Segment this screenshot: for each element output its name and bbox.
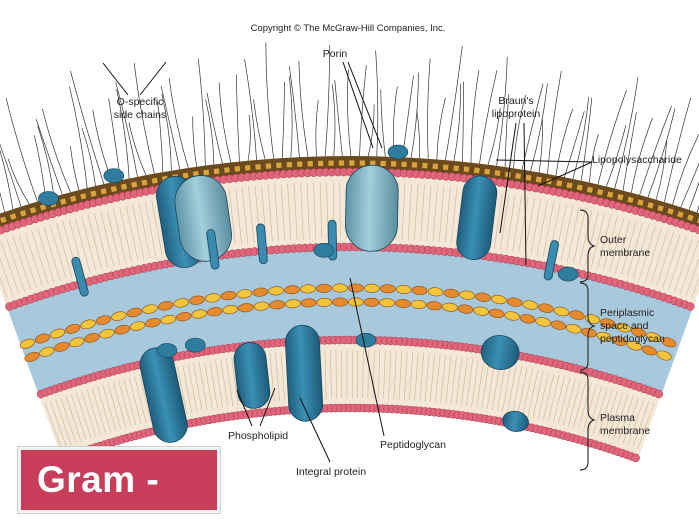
outer-membrane-label-line2: membrane [600, 247, 650, 259]
outer-membrane-protein [456, 175, 498, 260]
brauns-lipoprotein-label-line1: Braun's [498, 95, 533, 107]
brauns-lipoprotein [543, 240, 559, 281]
peripheral-protein [502, 410, 529, 432]
gram-negative-badge: Gram - [18, 447, 220, 513]
peripheral-protein [387, 144, 409, 160]
porin-label: Porin [323, 48, 348, 60]
peptidoglycan-label: Peptidoglycan [380, 439, 446, 451]
peptidoglycan-layer [19, 283, 677, 362]
periplasm-label-line3: peptidoglycan [600, 333, 665, 345]
periplasmic-space [7, 250, 693, 394]
brauns-lipoprotein [256, 223, 268, 265]
peripheral-protein [313, 243, 335, 258]
integral-protein-label: Integral protein [296, 466, 366, 478]
plasma-membrane-label-line1: Plasma [600, 412, 635, 424]
gram-badge-text: Gram - [37, 459, 160, 500]
periplasm-label-line1: Periplasmic [600, 307, 654, 319]
o-specific-label-line1: O-specific [117, 96, 164, 108]
brauns-lipoprotein-label-line2: lipoprotein [492, 108, 541, 120]
peripheral-protein [355, 332, 377, 348]
integral-protein [285, 324, 324, 422]
periplasm-label-line2: space and [600, 320, 649, 332]
phospholipid-label: Phospholipid [228, 430, 288, 442]
peripheral-protein [38, 191, 59, 206]
membrane-proteins [38, 144, 579, 443]
lipopolysaccharide-label: Lipopolysaccharide [592, 154, 682, 166]
brauns-lipoprotein [71, 256, 89, 297]
periplasm-brace [579, 282, 596, 371]
porin-protein [345, 164, 399, 252]
peripheral-protein [185, 337, 206, 353]
peripheral-protein [557, 266, 579, 282]
peripheral-protein [156, 343, 178, 358]
integral-protein [233, 342, 271, 409]
integral-protein [139, 347, 188, 443]
copyright-notice: Copyright © The McGraw-Hill Companies, I… [251, 23, 446, 34]
periplasmic-protein [480, 335, 520, 370]
porin-protein [174, 175, 232, 262]
outer-membrane-label-line1: Outer [600, 234, 627, 246]
brauns-lipoprotein [206, 229, 220, 270]
plasma-membrane-brace [579, 371, 596, 471]
plasma-membrane-label-line2: membrane [600, 425, 650, 437]
outer-membrane-brace [579, 209, 596, 283]
leader-lines [102, 61, 593, 463]
peripheral-protein [103, 168, 125, 183]
o-specific-label-line2: side chains [114, 109, 167, 121]
o-specific-side-chains [0, 42, 699, 213]
